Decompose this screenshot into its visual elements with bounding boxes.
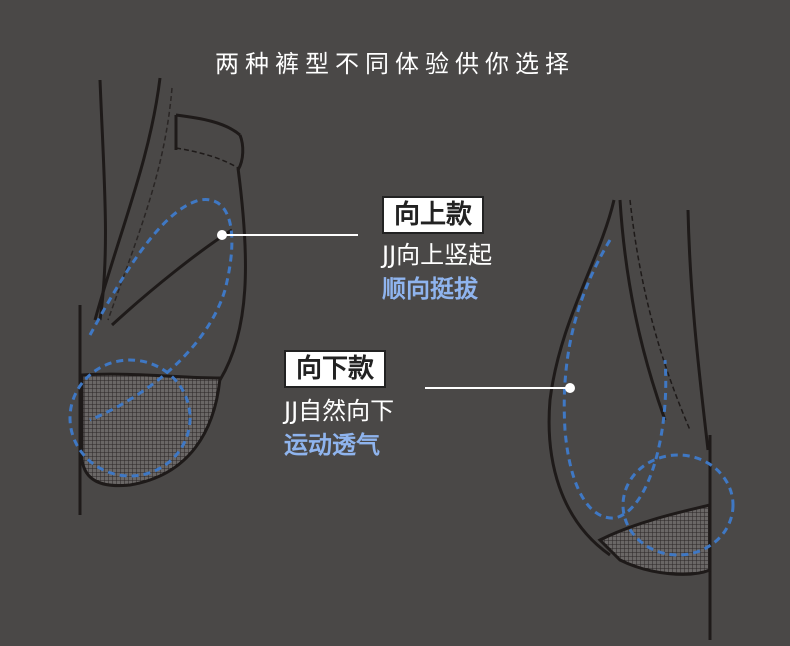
callout-up-line	[217, 230, 358, 240]
downward-style-description: JJ自然向下	[284, 397, 395, 425]
upward-style-benefit: 顺向挺拔	[382, 275, 478, 303]
right-dashed-guides	[562, 239, 735, 557]
upward-style-description: JJ向上竖起	[382, 241, 493, 269]
downward-style-badge: 向下款	[284, 350, 387, 388]
right-mesh-panel	[597, 503, 712, 576]
left-dashed-guides	[68, 198, 234, 478]
left-mesh-panel	[80, 372, 222, 488]
downward-style-benefit: 运动透气	[284, 431, 380, 459]
right-figure-downward	[547, 199, 712, 640]
callout-down-line	[425, 383, 575, 393]
upward-style-badge: 向上款	[382, 196, 485, 234]
page-title: 两种裤型不同体验供你选择	[215, 50, 575, 78]
